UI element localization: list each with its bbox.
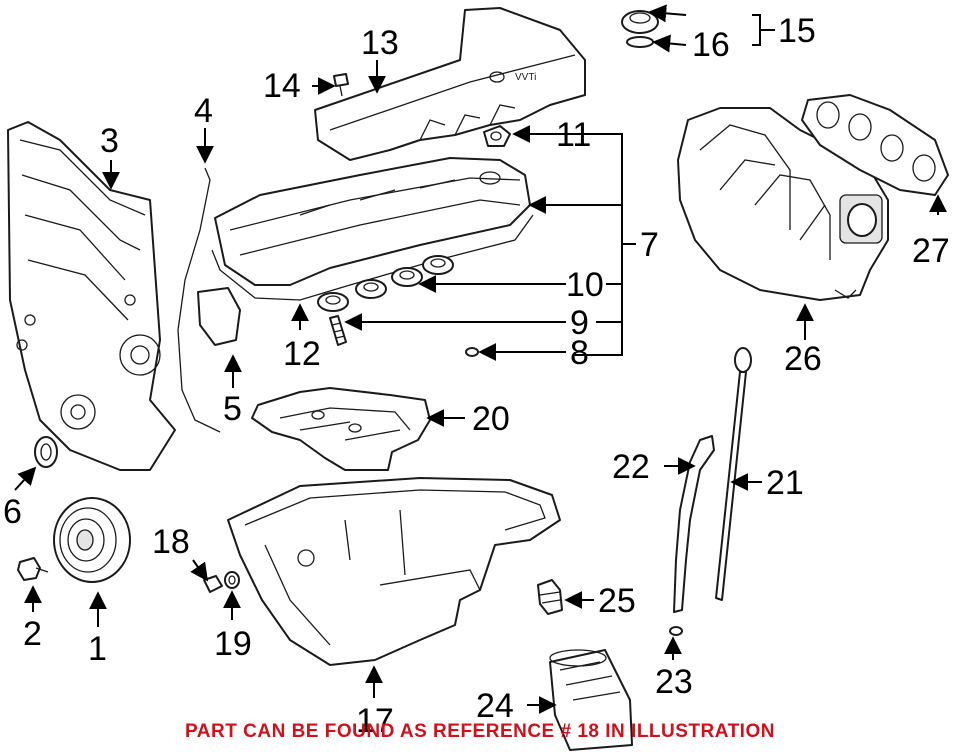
callout-19: 19 <box>214 625 252 663</box>
callout-18: 18 <box>152 523 190 561</box>
callout-26: 26 <box>784 340 822 378</box>
dipstick <box>715 347 752 601</box>
leader-lines <box>14 4 947 714</box>
cover-bolt <box>333 73 349 97</box>
callout-23: 23 <box>655 663 693 701</box>
reference-note: PART CAN BE FOUND AS REFERENCE # 18 IN I… <box>185 721 775 742</box>
pulley-bolt <box>17 557 49 581</box>
callout-1: 1 <box>88 630 107 668</box>
intake-manifold <box>677 107 889 301</box>
callout-2: 2 <box>23 615 42 653</box>
spark-plug-tube-seals <box>317 255 454 312</box>
callout-7: 7 <box>640 226 659 264</box>
callout-5: 5 <box>223 390 242 428</box>
drain-plug-washer <box>224 571 240 589</box>
o-ring-small <box>465 347 479 357</box>
callout-8: 8 <box>570 334 589 372</box>
dipstick-tube <box>673 435 715 613</box>
callout-20: 20 <box>472 400 510 438</box>
callout-25: 25 <box>598 582 636 620</box>
callout-6: 6 <box>3 493 22 531</box>
oil-pan <box>227 477 561 666</box>
callout-13: 13 <box>361 24 399 62</box>
callout-22: 22 <box>612 448 650 486</box>
timing-cover <box>7 121 176 471</box>
callout-15: 15 <box>778 12 816 50</box>
seal-gasket <box>197 287 241 346</box>
oil-pressure-switch <box>537 579 563 615</box>
valve-cover-stud <box>329 315 347 346</box>
valve-cover-gasket <box>211 214 534 301</box>
pcv-valve <box>483 125 511 147</box>
oil-filter <box>549 649 633 751</box>
callout-21: 21 <box>766 464 804 502</box>
callout-16: 16 <box>692 26 730 64</box>
callout-12: 12 <box>283 335 321 373</box>
callout-4: 4 <box>194 92 213 130</box>
crank-pulley <box>53 497 131 583</box>
callout-3: 3 <box>100 122 119 160</box>
oil-baffle-plate <box>251 387 431 471</box>
oil-filler-cap <box>621 10 659 48</box>
tube-o-ring <box>669 626 683 636</box>
cover-logo-text: VVTi <box>515 72 536 83</box>
engine-cover: VVTi <box>314 7 586 161</box>
callout-numbers: 1 2 3 4 5 6 7 8 9 10 11 12 13 14 15 16 1… <box>3 12 950 740</box>
callout-10: 10 <box>566 266 604 304</box>
crank-seal <box>34 436 58 468</box>
callout-14: 14 <box>263 67 301 105</box>
valve-cover <box>214 157 531 286</box>
callout-11: 11 <box>556 116 591 154</box>
callout-9: 9 <box>570 304 589 342</box>
callout-27: 27 <box>912 232 950 270</box>
callout-17: 17 <box>356 702 394 740</box>
callout-24: 24 <box>476 687 514 725</box>
cover-gasket <box>177 167 221 433</box>
